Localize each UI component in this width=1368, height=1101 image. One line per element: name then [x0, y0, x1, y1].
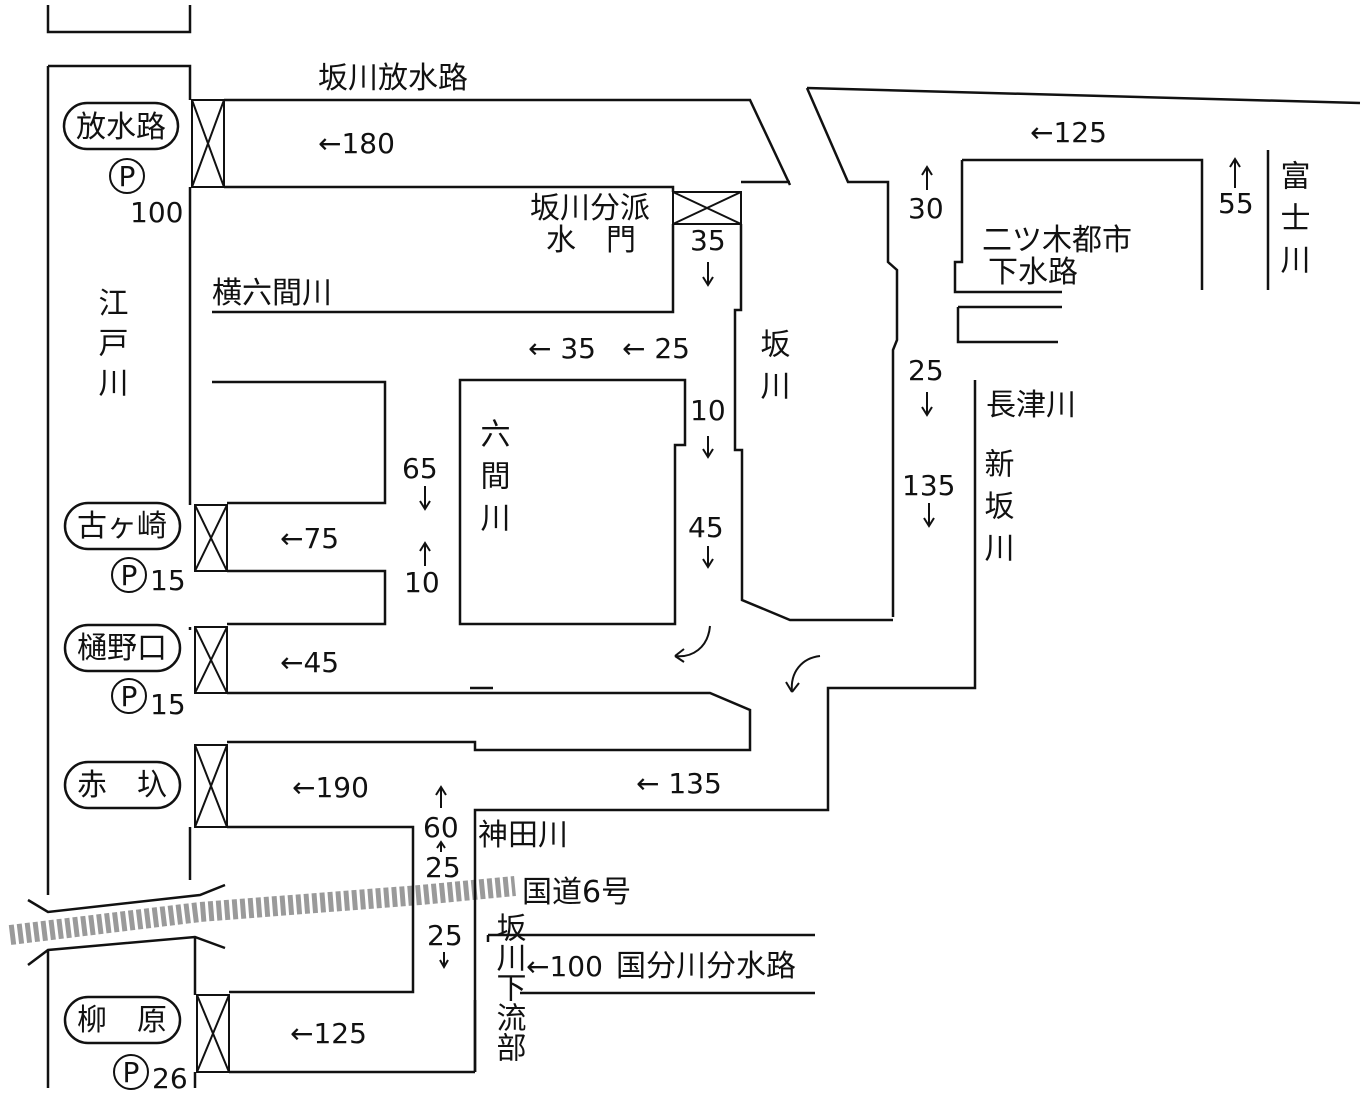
flow-55: 55: [1218, 187, 1254, 220]
svg-text:樋野口: 樋野口: [77, 631, 167, 666]
station-kogasaki: 古ヶ崎 P 15: [63, 501, 186, 597]
edogawa-channel: [27, 5, 226, 1088]
label-bunpa-l2: 水 門: [546, 223, 636, 258]
svg-text:26: 26: [152, 1062, 188, 1095]
svg-text:100: 100: [130, 196, 183, 229]
flow-135-right: 135: [902, 469, 955, 502]
flow-60: 60: [423, 811, 459, 844]
label-bunpa-l1: 坂川分派: [530, 191, 650, 226]
label-yokorokkengawa: 横六間川: [212, 276, 332, 311]
flow-35-gate: 35: [690, 224, 726, 257]
station-akairi: 赤 圦: [63, 760, 182, 810]
flow-65: 65: [402, 452, 438, 485]
flow-125-top: ←125: [1030, 116, 1107, 149]
flow-45-left: ←45: [280, 646, 339, 679]
flow-25-b: 25: [427, 919, 463, 952]
label-shinsakagawa: 新坂川: [979, 448, 1015, 574]
station-hosuiro: 放水路 P 100: [62, 101, 183, 229]
gate-bunpa-suimon: [672, 191, 742, 225]
flow-135-low: ← 135: [636, 767, 722, 800]
gate-yanagihara: [196, 994, 230, 1073]
pump-icon: P: [121, 559, 138, 592]
pump-icon: P: [121, 680, 138, 713]
label-edogawa: 江戸川: [93, 287, 129, 407]
flow-25-a: 25: [425, 851, 461, 884]
label-fujigawa: 富士川: [1275, 160, 1311, 286]
svg-text:柳 原: 柳 原: [77, 1003, 167, 1038]
svg-text:15: 15: [150, 688, 186, 721]
flow-190: ←190: [292, 771, 369, 804]
flow-labels: ←180 ←125 55 30 35 ← 35 ← 25 10 25 65 ←7…: [280, 116, 1254, 1050]
flow-30: 30: [908, 192, 944, 225]
channel-walls: [212, 86, 1361, 1074]
flow-100: ←100: [526, 950, 603, 983]
label-kokubun-bunsuiro: 国分川分水路: [616, 949, 796, 984]
label-sakagawa: 坂川: [755, 328, 791, 412]
svg-text:15: 15: [150, 564, 186, 597]
label-sakagawa-karyubu: 坂川下流部: [491, 912, 527, 1062]
flow-10-top: 10: [690, 394, 726, 427]
station-yanagihara: 柳 原 P 26: [63, 995, 188, 1095]
flow-25-right: 25: [908, 354, 944, 387]
flow-25-mid: ← 25: [622, 332, 690, 365]
label-nagatsugawa: 長津川: [986, 388, 1076, 423]
sluice-gates: [191, 99, 742, 1073]
pump-icon: P: [123, 1056, 140, 1089]
flow-35-mid: ← 35: [528, 332, 596, 365]
label-kokudo6: 国道6号: [522, 875, 631, 910]
label-sakagawa-hosuiro: 坂川放水路: [318, 61, 468, 96]
flow-45-right: 45: [688, 511, 724, 544]
label-rokkengawa: 六間川: [475, 418, 511, 544]
label-futatsugi-l1: 二ツ木都市: [982, 223, 1132, 258]
flow-125-low: ←125: [290, 1017, 367, 1050]
gate-akairi: [194, 744, 228, 828]
svg-text:古ヶ崎: 古ヶ崎: [77, 509, 167, 544]
pump-icon: P: [119, 160, 136, 193]
station-hinokuchi: 樋野口 P 15: [63, 623, 186, 721]
flow-10-low: 10: [404, 566, 440, 599]
curved-arrows: [674, 625, 821, 693]
vertical-arrows: [419, 157, 1241, 970]
gate-hosuiro: [191, 99, 225, 188]
gate-hinokuchi: [194, 626, 228, 694]
gate-kogasaki: [194, 504, 228, 572]
svg-text:赤 圦: 赤 圦: [77, 768, 167, 803]
svg-text:放水路: 放水路: [76, 110, 166, 145]
river-labels: 坂川放水路 坂川分派 水 門 横六間川 二ツ木都市 下水路 長津川 神田川 国道…: [93, 61, 1311, 1062]
flow-180: ←180: [318, 127, 395, 160]
label-kandagawa: 神田川: [478, 818, 568, 853]
flow-75: ←75: [280, 522, 339, 555]
national-route-6: [8, 876, 516, 945]
label-futatsugi-l2: 下水路: [988, 255, 1078, 290]
